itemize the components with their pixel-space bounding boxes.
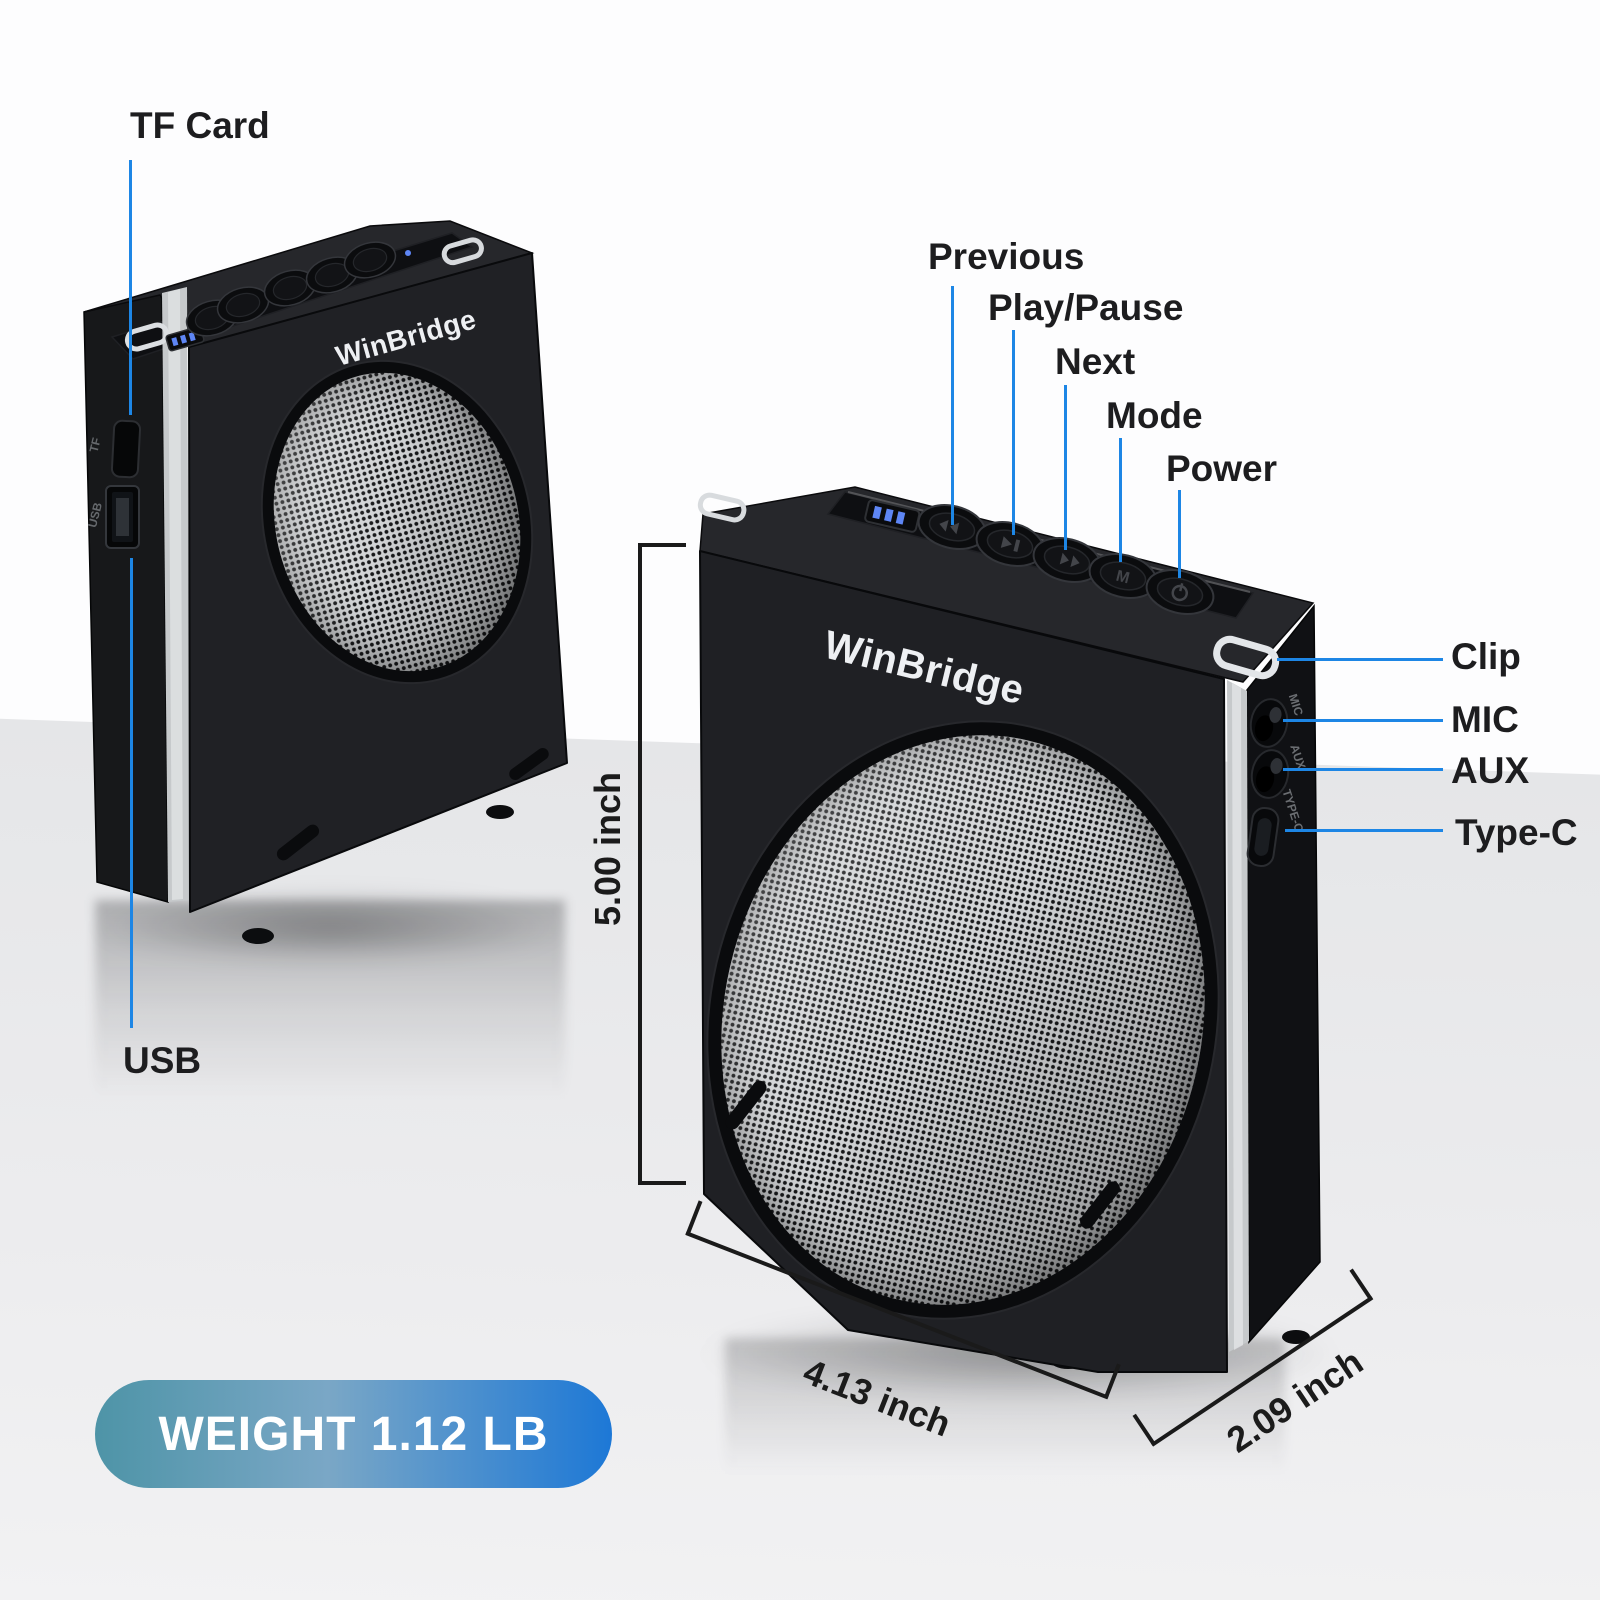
tf-card-slot [110,419,142,479]
right-speaker-stripe-highlight [1232,683,1243,1350]
power-label: Power [1166,448,1278,489]
mic-jack [1249,698,1289,748]
right-speaker-top-face [699,486,1315,683]
next-callout-line [1064,385,1067,550]
height-dimension-tick [638,543,686,547]
right-speaker-buttons: M [917,504,1215,615]
belt-clip-icon [1213,635,1280,680]
weight-badge: WEIGHT 1.12 LB [95,1380,612,1488]
usb-callout-line [130,558,133,1028]
height-dimension-tick [638,1181,686,1185]
usb-label: USB [123,1040,202,1081]
previous-callout-line [951,286,954,525]
left-power-led [405,250,411,256]
left-speaker-stripe-highlight [168,289,183,900]
play-pause-label: Play/Pause [988,287,1184,328]
tf-card-callout-line [129,160,132,415]
right-battery-indicator [864,499,921,533]
left-speaker-clip-icon [124,322,170,352]
usb-port [105,485,140,549]
aux-jack [1250,749,1290,799]
previous-label: Previous [928,236,1085,277]
left-speaker-foot [242,928,274,944]
height-dimension-line [638,545,642,1185]
left-speaker-foot [486,805,514,819]
power-callout-line [1178,490,1181,578]
left-speaker-clip-icon [441,237,484,266]
usb-engraving: USB [85,501,105,529]
weight-badge-text: WEIGHT 1.12 LB [158,1407,549,1461]
left-speaker-side-face [83,292,169,903]
mode-label: Mode [1106,395,1203,436]
play-pause-callout-line [1012,330,1015,535]
left-speaker-buttons [185,241,397,337]
clip-label: Clip [1451,636,1521,677]
mode-button: M [1088,553,1158,599]
aux-label: AUX [1451,750,1530,791]
next-button [1032,537,1102,583]
tf-engraving: TF [87,436,104,454]
right-speaker-clip-icon [697,492,747,523]
next-label: Next [1055,341,1136,382]
mic-callout-line [1283,719,1443,722]
mic-label: MIC [1451,699,1519,740]
aux-callout-line [1283,768,1443,771]
type-c-callout-line [1285,829,1443,832]
tf-card-label: TF Card [130,105,270,146]
power-button [1145,569,1215,615]
left-speaker-reflection [95,900,565,1150]
clip-callout-line [1277,658,1443,661]
mode-callout-line [1119,438,1122,562]
type-c-port [1246,807,1280,867]
previous-button [917,504,987,550]
height-dimension-label: 5.00 inch [587,771,628,927]
mode-button-glyph: M [1114,568,1131,588]
type-c-label: Type-C [1455,812,1578,853]
mic-engraving: MIC [1286,692,1306,718]
